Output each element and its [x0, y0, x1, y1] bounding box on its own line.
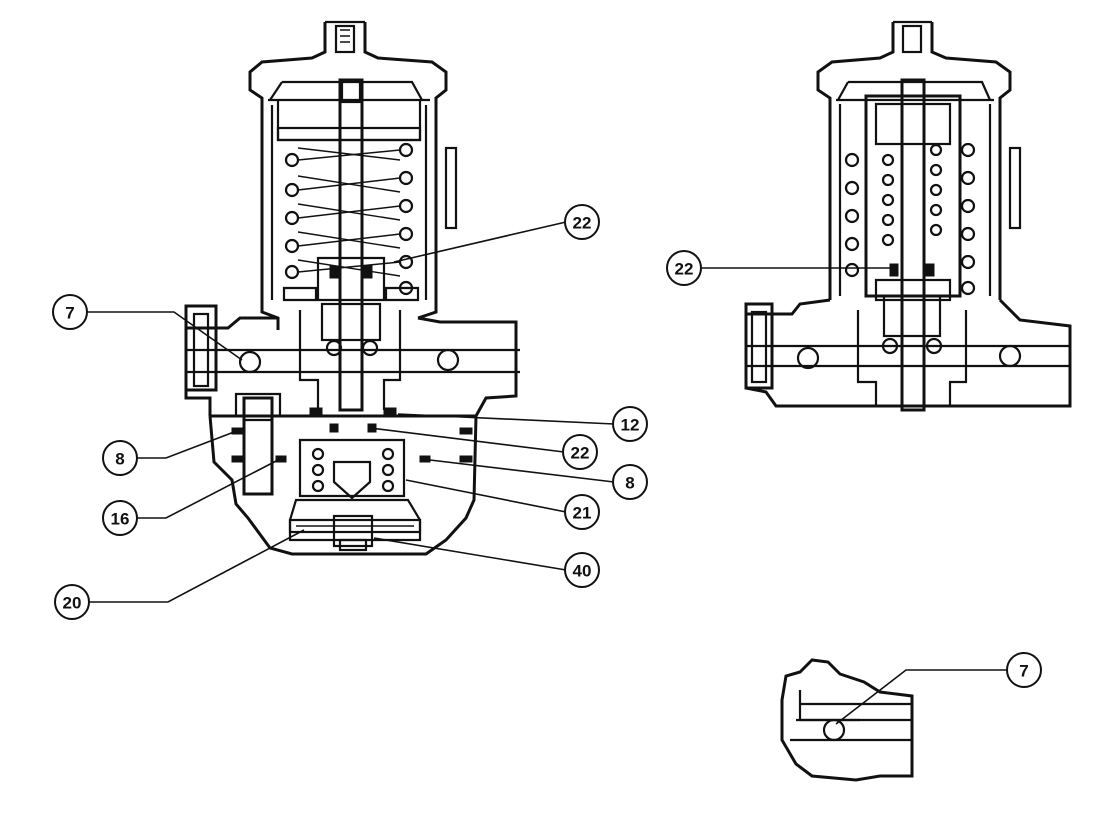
callout-16: 16	[102, 459, 279, 536]
svg-text:40: 40	[573, 562, 592, 581]
svg-text:7: 7	[1019, 662, 1028, 681]
svg-text:22: 22	[675, 260, 694, 279]
main-spring	[284, 142, 414, 296]
callout-12: 12	[397, 406, 648, 442]
callout-40: 40	[373, 537, 600, 588]
svg-text:16: 16	[111, 510, 130, 529]
svg-text:22: 22	[573, 214, 592, 233]
callout-7-detail: 7	[835, 652, 1042, 725]
callout-8-right: 8	[429, 459, 648, 500]
svg-text:8: 8	[115, 450, 124, 469]
alternate-valve-section	[744, 20, 1072, 412]
callout-21: 21	[405, 479, 600, 530]
inner-spring	[881, 143, 943, 247]
svg-text:20: 20	[63, 594, 82, 613]
main-valve-section	[184, 20, 520, 556]
callout-7-left: 7	[52, 294, 243, 361]
svg-text:22: 22	[571, 444, 590, 463]
svg-text:21: 21	[573, 504, 592, 523]
callout-8-left: 8	[102, 431, 235, 476]
svg-text:7: 7	[65, 304, 74, 323]
svg-text:8: 8	[625, 474, 634, 493]
outer-spring	[844, 142, 976, 296]
svg-text:12: 12	[621, 416, 640, 435]
callout-22-mid: 22	[369, 427, 598, 470]
callout-22-right: 22	[666, 250, 892, 286]
callout-20: 20	[54, 529, 305, 620]
callout-22-top: 22	[393, 204, 600, 263]
detail-view-seat	[780, 658, 914, 782]
